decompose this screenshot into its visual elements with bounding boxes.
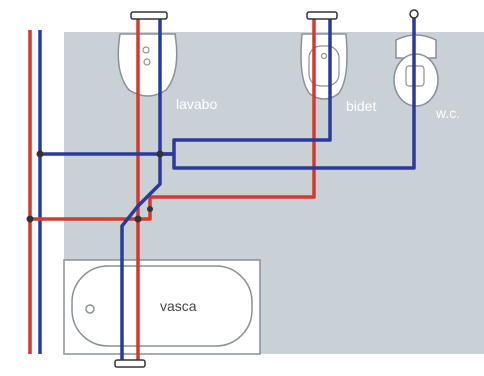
toilet-label: w.c. xyxy=(435,105,460,121)
washbasin-drain-icon xyxy=(143,58,151,66)
cold-pipe-washbasin xyxy=(120,16,162,364)
cold-water-pipes xyxy=(40,16,416,364)
toilet: w.c. xyxy=(393,34,460,121)
bidet-tap-icon xyxy=(320,52,328,60)
supply-connectors xyxy=(114,9,419,368)
toilet-connector-icon xyxy=(409,9,419,19)
toilet-tank xyxy=(395,34,437,59)
cold-pipe-bidet xyxy=(172,16,332,154)
junction-cold-riser xyxy=(36,150,44,158)
bathtub-drain-icon xyxy=(85,304,95,314)
washbasin-tap-icon xyxy=(142,46,150,54)
junctions xyxy=(26,150,164,223)
hot-pipe-bidet xyxy=(138,16,316,221)
hot-water-pipes xyxy=(30,16,316,364)
junction-hot-bidet xyxy=(147,206,153,212)
bathtub-label: vasca xyxy=(160,298,197,314)
junction-cold-washbasin xyxy=(156,150,164,158)
cold-pipe-toilet xyxy=(160,16,416,170)
junction-hot-main xyxy=(134,215,142,223)
bidet-label: bidet xyxy=(346,98,376,114)
bathtub: vasca xyxy=(63,259,261,355)
bathtub-connector-icon xyxy=(114,359,146,368)
bidet-connector-icon xyxy=(306,11,338,20)
washbasin: lavabo xyxy=(117,33,217,112)
washbasin-connector-icon xyxy=(130,11,168,20)
washbasin-label: lavabo xyxy=(176,96,217,112)
junction-hot-riser xyxy=(26,215,34,223)
bathtub-inner xyxy=(71,265,253,347)
